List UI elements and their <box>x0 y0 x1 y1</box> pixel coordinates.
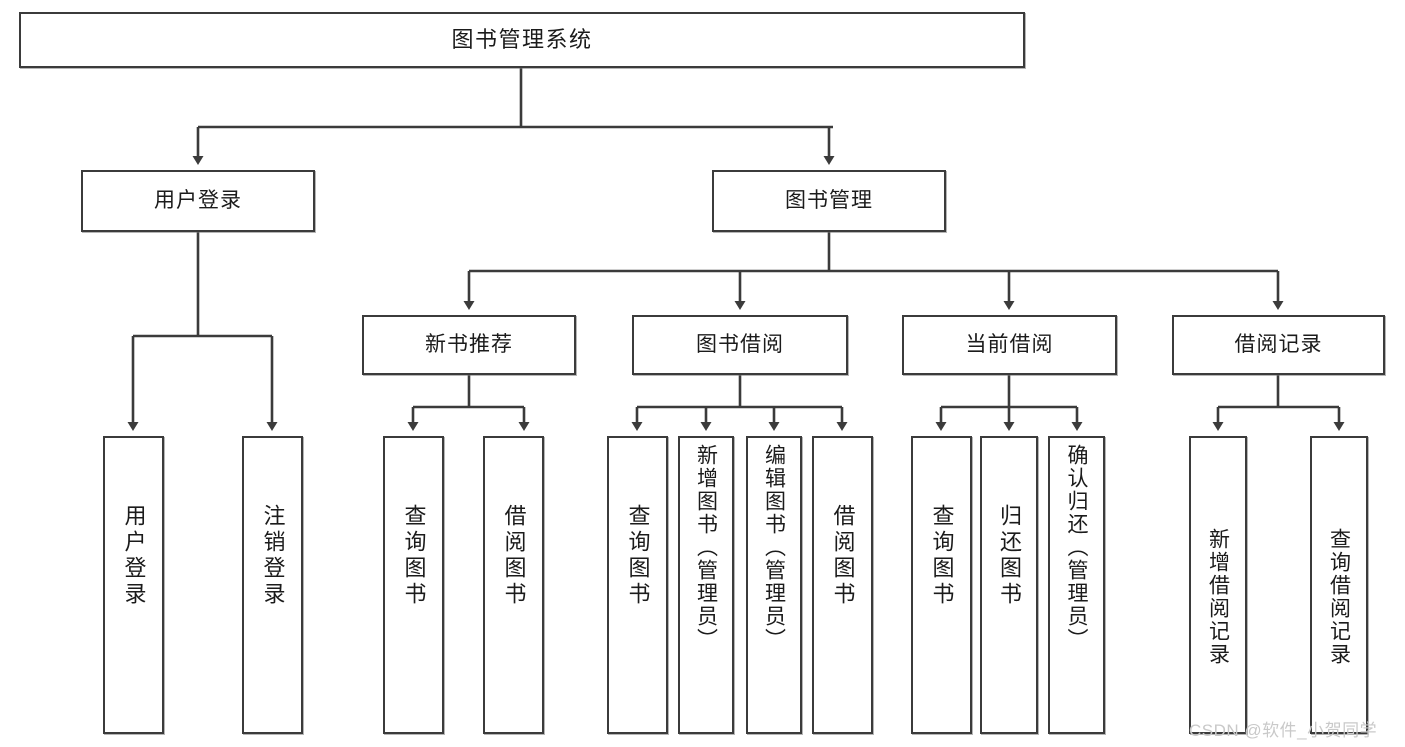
node-leaf-query-record[interactable]: 查询借阅记录 <box>1310 436 1368 734</box>
node-label: 用户登录 <box>121 504 147 608</box>
csdn-watermark: CSDN @软件_小贺同学 <box>1189 721 1378 740</box>
node-label: 借阅图书 <box>830 504 856 608</box>
node-leaf-query-book-1[interactable]: 查询图书 <box>383 436 444 734</box>
node-label: 图书管理 <box>785 189 873 213</box>
node-leaf-confirm-return[interactable]: 确认归还（管理员） <box>1048 436 1105 734</box>
node-leaf-user-login[interactable]: 用户登录 <box>103 436 164 734</box>
node-leaf-logout[interactable]: 注销登录 <box>242 436 303 734</box>
node-book-management[interactable]: 图书管理 <box>712 170 946 232</box>
node-leaf-borrow-book-2[interactable]: 借阅图书 <box>812 436 873 734</box>
node-label: 借阅记录 <box>1234 333 1323 357</box>
node-leaf-borrow-book-1[interactable]: 借阅图书 <box>483 436 544 734</box>
node-borrow-record[interactable]: 借阅记录 <box>1172 315 1385 375</box>
node-label: 查询借阅记录 <box>1327 528 1351 666</box>
node-label: 新增图书（管理员） <box>694 444 718 651</box>
node-label: 图书管理系统 <box>451 26 593 52</box>
node-label: 确认归还（管理员） <box>1065 444 1088 651</box>
node-leaf-query-book-3[interactable]: 查询图书 <box>911 436 972 734</box>
node-label: 查询图书 <box>625 504 651 608</box>
node-leaf-edit-book[interactable]: 编辑图书（管理员） <box>746 436 802 734</box>
node-label: 当前借阅 <box>965 333 1054 357</box>
node-root[interactable]: 图书管理系统 <box>19 12 1025 68</box>
node-new-book-recommend[interactable]: 新书推荐 <box>362 315 576 375</box>
node-label: 用户登录 <box>154 189 242 213</box>
node-label: 归还图书 <box>997 504 1022 608</box>
node-leaf-return-book[interactable]: 归还图书 <box>980 436 1038 734</box>
node-label: 新增借阅记录 <box>1206 528 1230 666</box>
node-label: 注销登录 <box>260 504 286 608</box>
node-label: 图书借阅 <box>696 333 784 357</box>
node-label: 查询图书 <box>929 504 955 608</box>
node-label: 编辑图书（管理员） <box>762 444 786 651</box>
node-leaf-query-book-2[interactable]: 查询图书 <box>607 436 668 734</box>
node-user-login[interactable]: 用户登录 <box>81 170 315 232</box>
node-label: 新书推荐 <box>425 333 513 357</box>
node-book-borrow[interactable]: 图书借阅 <box>632 315 848 375</box>
node-leaf-add-record[interactable]: 新增借阅记录 <box>1189 436 1247 734</box>
node-label: 借阅图书 <box>501 504 527 608</box>
node-label: 查询图书 <box>401 504 427 608</box>
node-leaf-add-book[interactable]: 新增图书（管理员） <box>678 436 734 734</box>
node-current-borrow[interactable]: 当前借阅 <box>902 315 1117 375</box>
